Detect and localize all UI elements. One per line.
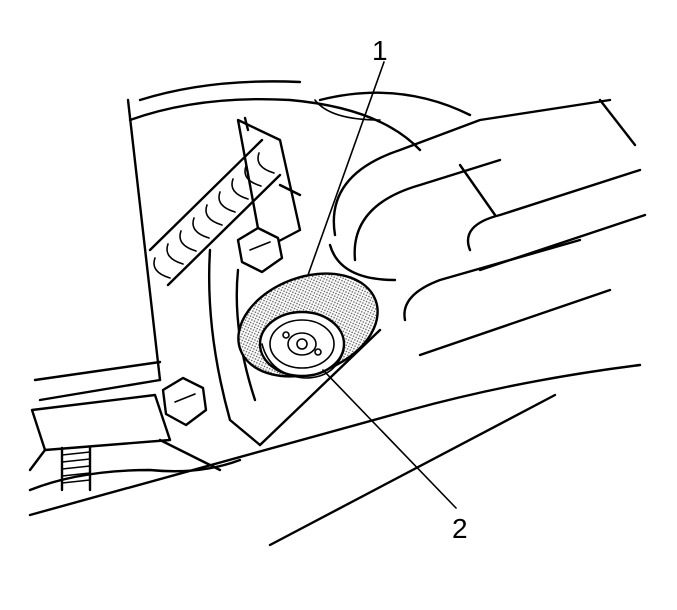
upper-bolt: [236, 226, 284, 274]
lower-bolt: [161, 376, 208, 427]
upper-housing: [128, 80, 472, 152]
left-panel: [33, 98, 162, 402]
callout-2: 2: [322, 369, 468, 544]
callout-label-1: 1: [372, 35, 388, 66]
base-frame: [28, 328, 642, 547]
lower-bracket: [28, 393, 242, 492]
callout-1: 1: [307, 35, 388, 276]
threaded-stud: [60, 446, 92, 492]
cable-guide: [328, 98, 647, 357]
adjuster-assembly: [237, 272, 379, 379]
callout-label-2: 2: [452, 513, 468, 544]
adjuster-inner-face: [258, 310, 346, 378]
return-spring: [148, 138, 282, 287]
